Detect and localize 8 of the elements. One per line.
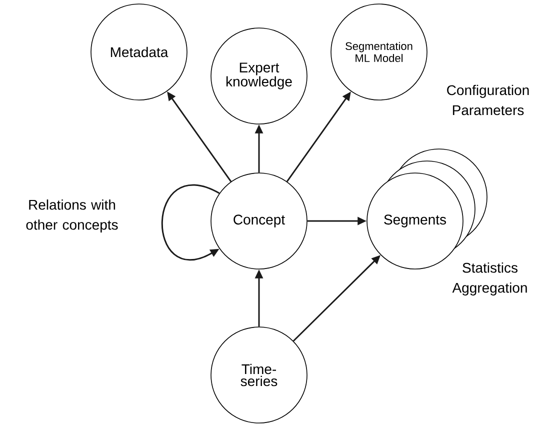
note-label: Configuration Parameters [447,84,529,116]
circle-node: Concept [210,172,308,270]
circle-node: Time-series [210,326,308,424]
arrow [161,184,220,260]
circle-node: Segmentation ML Model [330,4,428,100]
circle-node: Expert knowledge [210,28,308,124]
circle-node: Metadata [90,4,188,100]
note-label: Relations with other concepts [26,199,118,233]
